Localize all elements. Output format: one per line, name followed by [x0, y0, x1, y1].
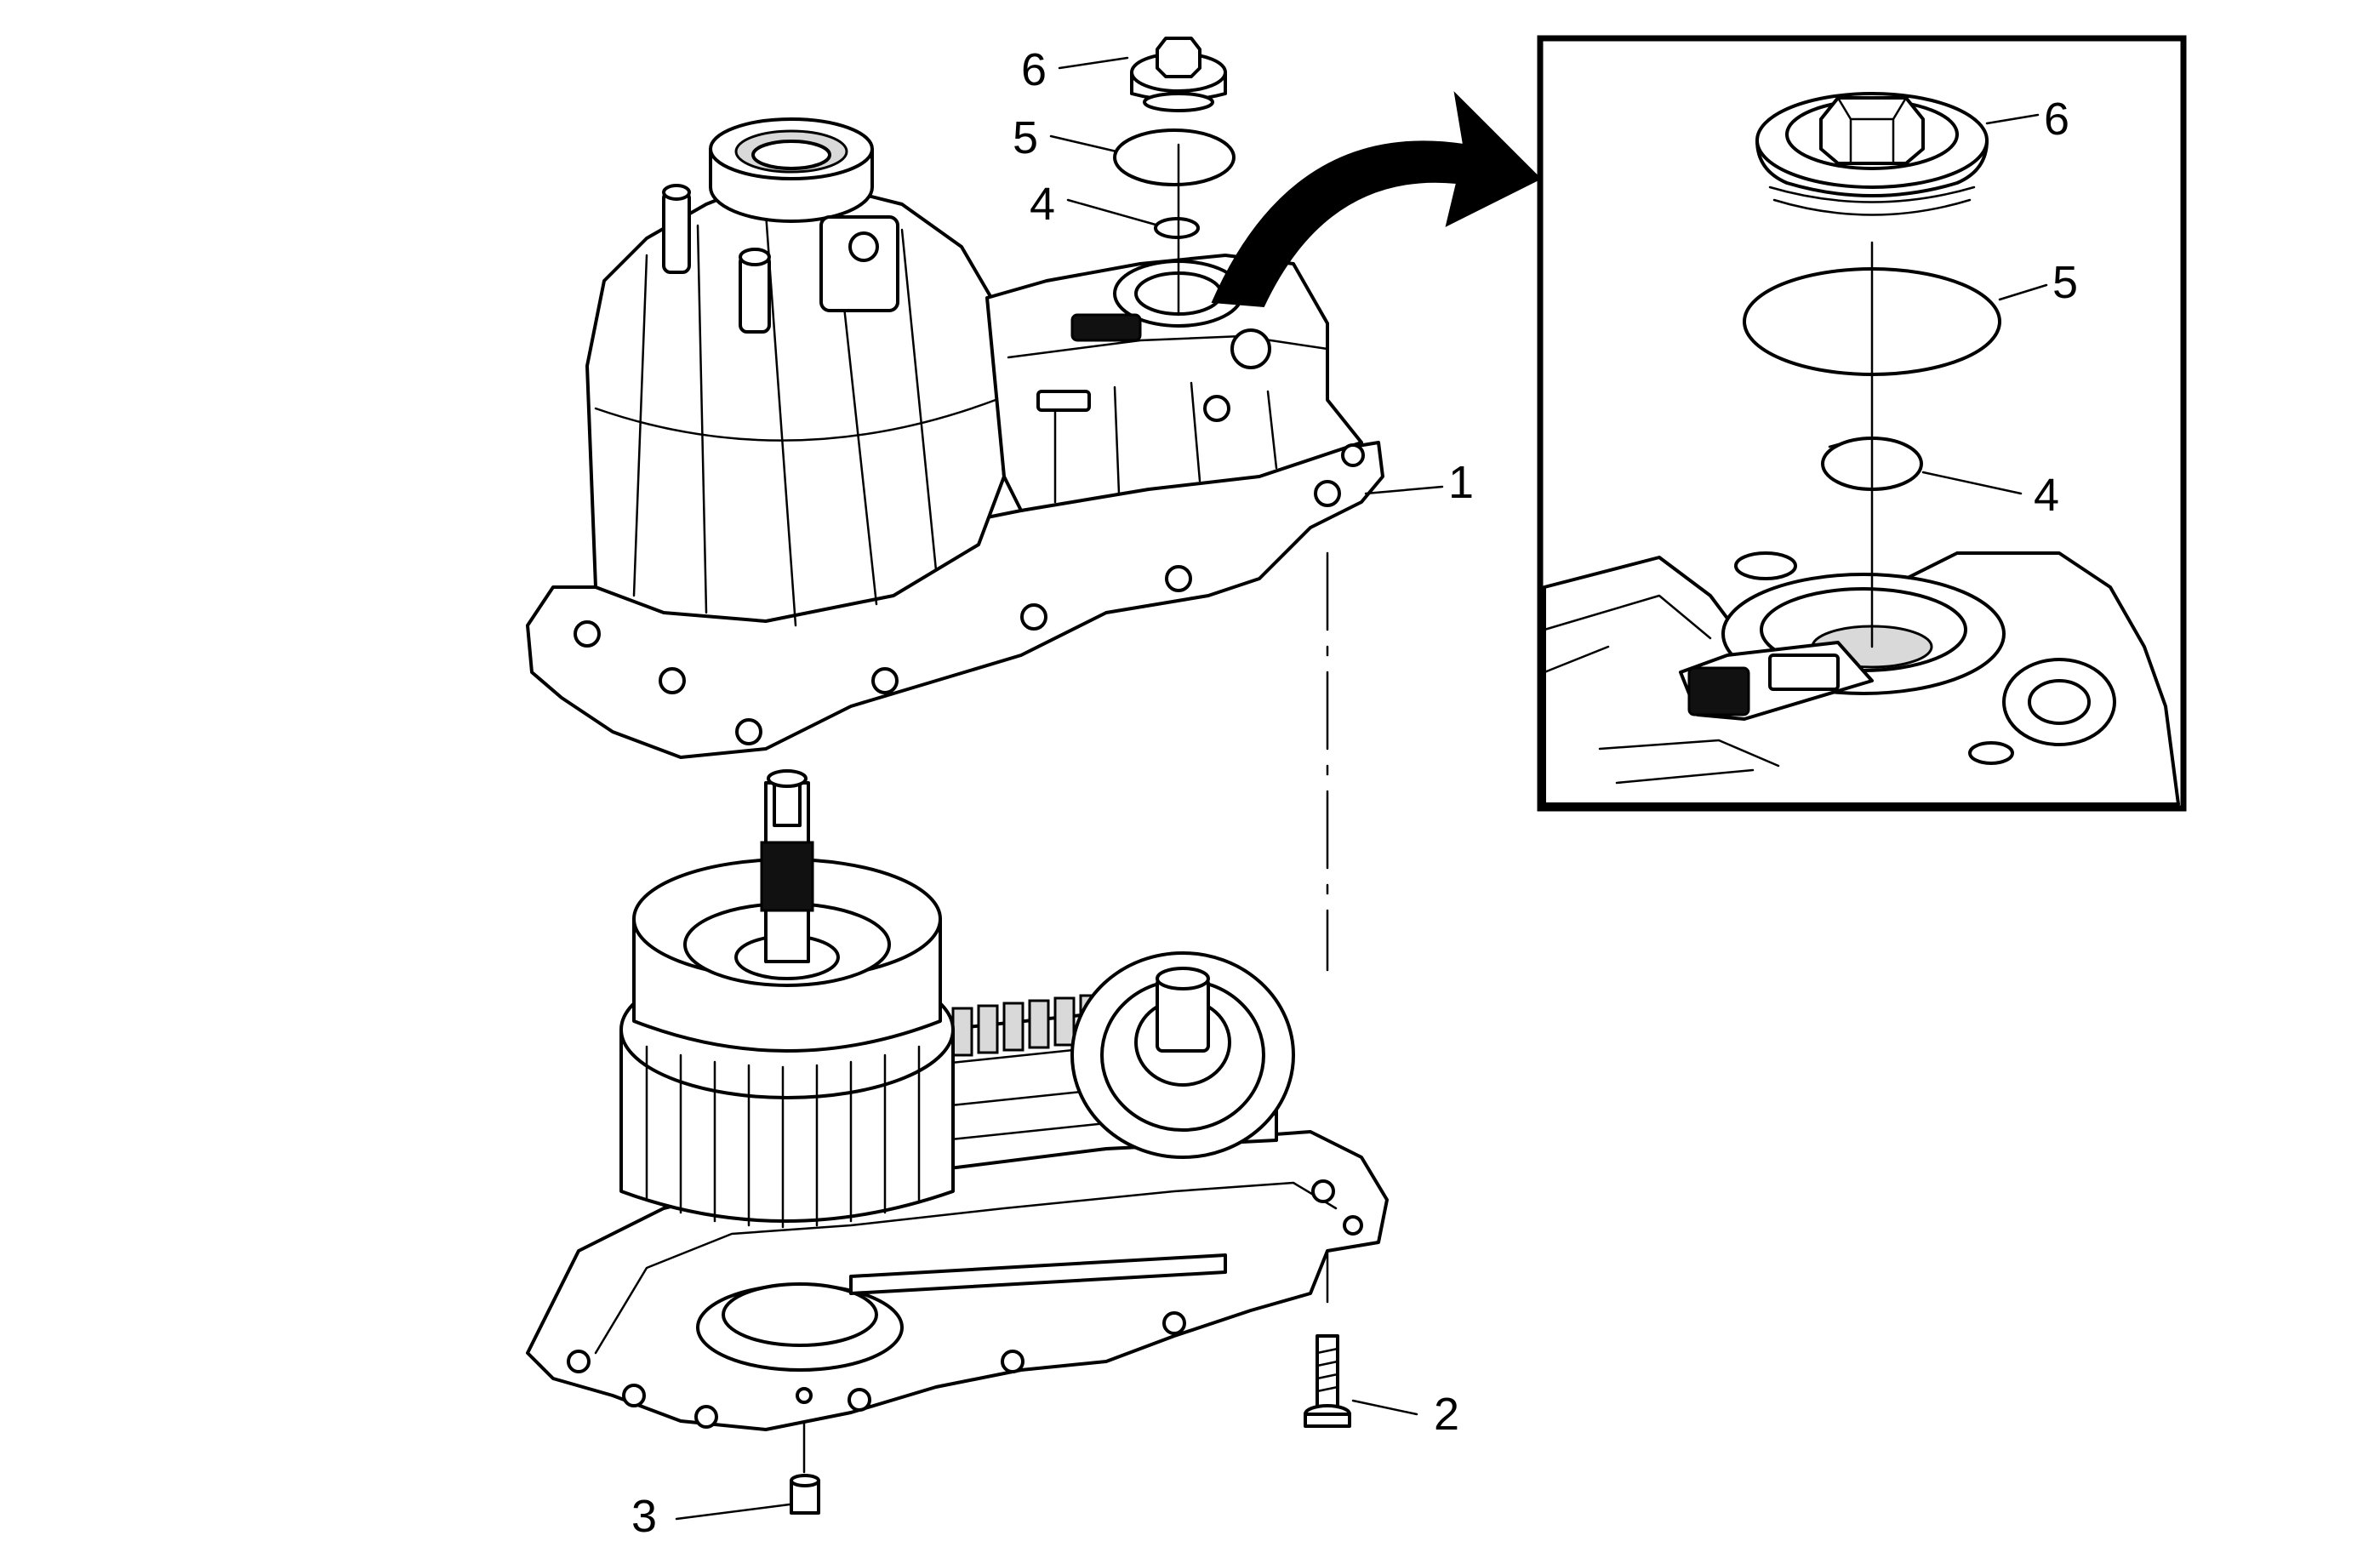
chain-and-sprockets	[619, 769, 1295, 1229]
drain-plug-inset	[1755, 92, 1989, 216]
sprocket-teeth	[645, 1045, 921, 1229]
callout-3-main: 3	[631, 1491, 657, 1542]
callout-4-inset: 4	[2034, 470, 2059, 521]
callout-6-main: 6	[1021, 44, 1047, 95]
inset-leader-lines	[1921, 113, 2048, 495]
dowel-pin-main	[790, 1474, 820, 1515]
chain-links	[951, 994, 1101, 1057]
callout-6-inset: 6	[2044, 94, 2069, 145]
main-leader-lines	[675, 56, 1444, 1521]
callout-5-inset: 5	[2052, 257, 2078, 308]
retaining-ring-main	[1154, 217, 1200, 239]
bolt-main	[1304, 1334, 1351, 1428]
detail-inset	[1537, 35, 2187, 812]
callout-1-main: 1	[1448, 457, 1474, 508]
callout-2-main: 2	[1434, 1389, 1459, 1440]
o-ring-main	[1113, 128, 1236, 186]
callout-5-main: 5	[1013, 112, 1038, 163]
drain-plug-main	[1130, 37, 1227, 112]
transfer-case-upper-housing	[526, 117, 1384, 759]
callout-4-main: 4	[1030, 179, 1055, 230]
inset-housing	[1543, 551, 2180, 806]
detail-arrow	[1211, 91, 1542, 308]
